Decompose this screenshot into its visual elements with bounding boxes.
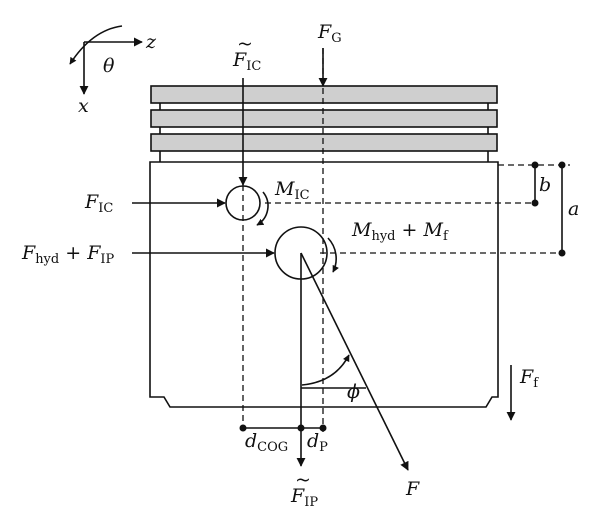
fic-tilde-label: FIC xyxy=(232,49,261,74)
mhyd-mf-label: Mhyd + Mf xyxy=(351,219,449,244)
coordinate-system xyxy=(69,25,143,95)
phi-label: ϕ xyxy=(347,381,360,403)
theta-label: θ xyxy=(103,55,115,77)
fip-tilde-label: FIP xyxy=(290,485,318,510)
axis-z-label: z xyxy=(145,31,157,53)
moment-hyd-arrow xyxy=(327,237,339,273)
dcog-label: dCOG xyxy=(245,430,288,455)
piston-ring-1 xyxy=(150,85,498,104)
fic-label: FIC xyxy=(84,191,113,216)
fhyd-fip-label: Fhyd + FIP xyxy=(21,242,115,267)
fic-tilde-mark: ~ xyxy=(237,33,253,55)
dp-label: dP xyxy=(307,430,328,455)
piston-rings xyxy=(150,85,498,162)
dimension-d xyxy=(239,424,327,432)
ic-point-circle xyxy=(225,185,261,221)
a-label: a xyxy=(568,198,579,220)
piston-ring-2 xyxy=(150,109,498,128)
f-label: F xyxy=(405,478,420,500)
piston-ring-3 xyxy=(150,133,498,152)
piston-body xyxy=(149,161,499,408)
dimension-a xyxy=(558,161,566,257)
force-f-arrow xyxy=(300,252,409,471)
fip-tilde-mark: ~ xyxy=(295,469,311,491)
fg-label: FG xyxy=(317,21,342,46)
b-label: b xyxy=(539,174,551,196)
mic-label: MIC xyxy=(274,178,310,203)
dimension-b xyxy=(531,161,539,207)
axis-x-label: x xyxy=(78,95,89,117)
phi-angle-arc xyxy=(301,354,350,386)
moment-ic-arrow xyxy=(256,191,269,226)
ff-label: Ff xyxy=(519,366,539,391)
theta-rotation-arrow xyxy=(69,25,123,65)
